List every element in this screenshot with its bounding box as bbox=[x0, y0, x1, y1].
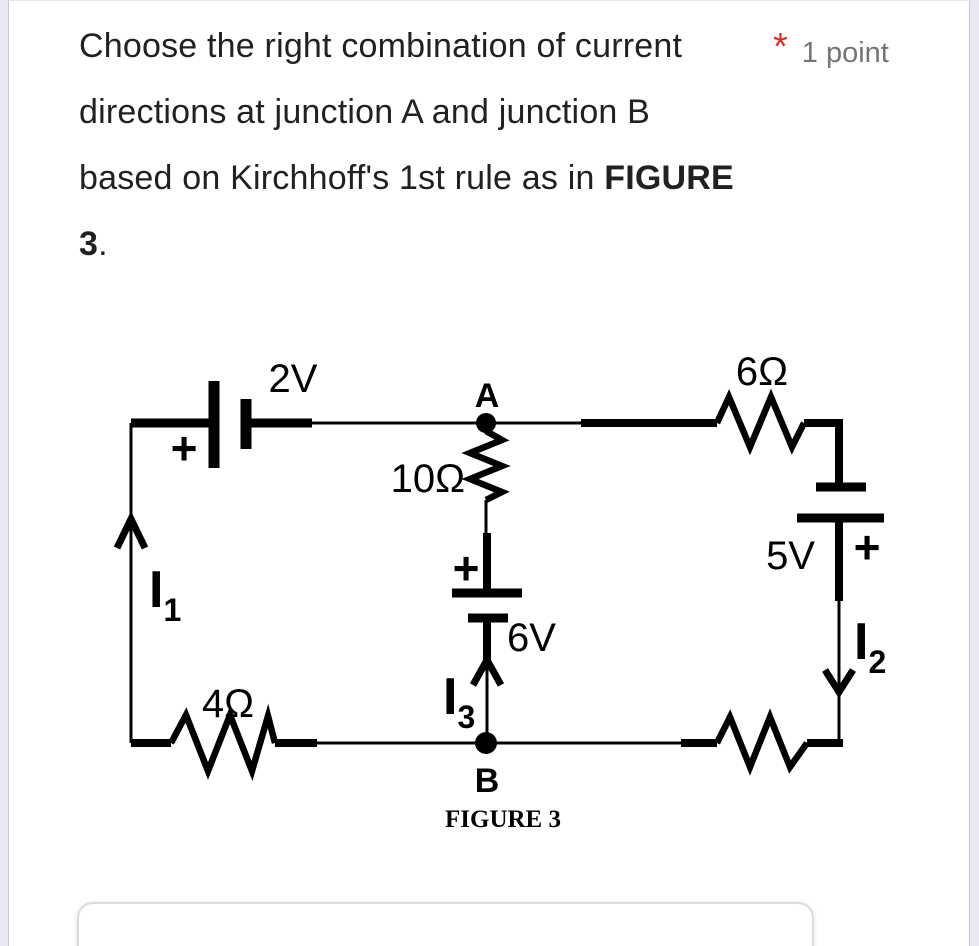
current-i2-arrow-icon bbox=[822, 668, 856, 699]
question-text-figure-ref: FIGURE 3 bbox=[79, 159, 734, 263]
resistor-10ohm-label: 10Ω bbox=[391, 457, 465, 501]
junction-b: B bbox=[475, 732, 500, 800]
battery-6v-plus: + bbox=[453, 542, 480, 594]
current-i3: I3 bbox=[443, 652, 505, 735]
junction-b-label: B bbox=[475, 762, 500, 800]
current-i1-arrow-icon bbox=[113, 510, 149, 550]
lead-resistor6-corner bbox=[804, 419, 843, 483]
resistor-4ohm: 4Ω bbox=[168, 682, 279, 782]
current-i3-label: I3 bbox=[443, 668, 475, 735]
circuit-diagram: 2V + 5V + 6V + bbox=[113, 350, 886, 833]
current-i1-sub: 1 bbox=[163, 592, 181, 628]
circuit-leads bbox=[131, 418, 843, 747]
answer-option-box[interactable] bbox=[77, 902, 814, 946]
current-i1: I1 bbox=[113, 510, 181, 628]
question-text-suffix: . bbox=[98, 225, 108, 263]
current-i2-symbol: I bbox=[854, 613, 868, 671]
battery-5v-label: 5V bbox=[766, 534, 815, 578]
resistor-6ohm-zigzag bbox=[714, 388, 807, 456]
circuit-figure: 2V + 5V + 6V + bbox=[99, 331, 919, 841]
battery-5v-plus: + bbox=[854, 521, 881, 573]
resistor-10ohm: 10Ω bbox=[391, 428, 511, 503]
current-i2-sub: 2 bbox=[868, 644, 886, 680]
battery-5v: 5V + bbox=[766, 482, 884, 578]
battery-6v: 6V + bbox=[452, 542, 556, 660]
junction-a-dot bbox=[476, 413, 496, 433]
resistor-6ohm: 6Ω bbox=[714, 350, 807, 456]
battery-6v-label: 6V bbox=[507, 616, 556, 660]
current-i1-symbol: I bbox=[149, 561, 163, 619]
resistor-6ohm-label: 6Ω bbox=[736, 350, 788, 394]
current-i3-symbol: I bbox=[443, 668, 457, 726]
resistor-10ohm-zigzag bbox=[461, 428, 511, 503]
current-i3-sub: 3 bbox=[457, 699, 475, 735]
current-i3-arrow-icon bbox=[469, 652, 505, 687]
junction-b-dot bbox=[475, 732, 497, 754]
question-card: Choose the right combination of current … bbox=[8, 0, 970, 946]
resistor-4ohm-zigzag bbox=[168, 703, 279, 782]
points-label: 1 point bbox=[801, 37, 889, 69]
question-text-main: Choose the right combination of current … bbox=[79, 27, 683, 197]
junction-a: A bbox=[475, 377, 500, 433]
current-i1-label: I1 bbox=[149, 561, 181, 628]
battery-2v-label: 2V bbox=[269, 357, 318, 401]
figure-caption: FIGURE 3 bbox=[445, 806, 561, 833]
junction-a-label: A bbox=[475, 377, 500, 415]
circuit-wires bbox=[129, 421, 841, 745]
points-row: * 1 point bbox=[773, 26, 889, 71]
current-i2-label: I2 bbox=[854, 613, 886, 680]
resistor-bottom-right-zigzag bbox=[714, 708, 810, 776]
resistor-bottom-right bbox=[714, 708, 810, 776]
battery-2v-plus: + bbox=[171, 422, 198, 474]
resistor-4ohm-label: 4Ω bbox=[202, 682, 254, 726]
question-text: Choose the right combination of current … bbox=[79, 13, 739, 277]
current-i2: I2 bbox=[822, 613, 886, 699]
battery-2v: 2V + bbox=[171, 357, 318, 474]
required-asterisk: * bbox=[773, 26, 788, 68]
